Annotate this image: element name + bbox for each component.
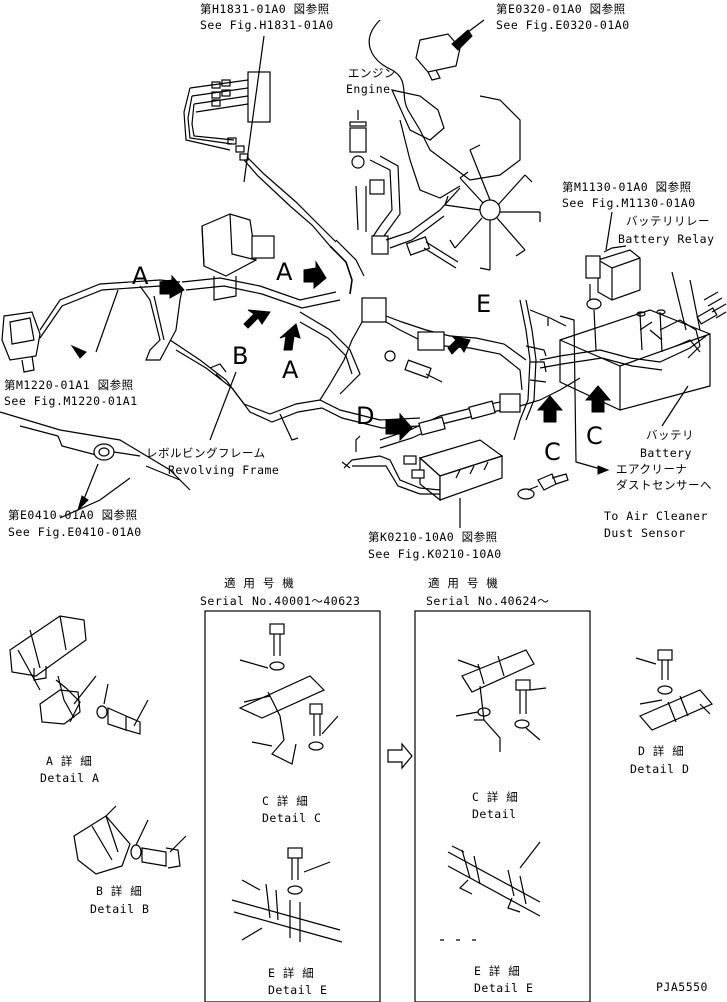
transition-arrow: [387, 742, 413, 770]
detail-c-right-drawing: [455, 649, 547, 752]
callout-e0410-jp: 第E0410-01A0 図参照: [8, 508, 138, 522]
work-lamp-top: [415, 29, 473, 81]
harness-center: [319, 297, 567, 441]
callout-k0210-jp: 第K0210-10A0 図参照: [368, 530, 498, 544]
detail-b-drawing: [73, 805, 187, 875]
serial-right-jp: 適 用 号 機: [428, 576, 499, 590]
detail-d-jp: D 詳 細: [638, 744, 685, 758]
callout-e0320-jp: 第E0320-01A0 図参照: [496, 2, 626, 16]
callout-m1130-en: See Fig.M1130-01A0: [562, 196, 696, 210]
leader-frame: [209, 371, 237, 441]
leader-air-cleaner: [559, 315, 605, 471]
work-lamp-left: [1, 279, 183, 373]
bolt-c: [517, 473, 569, 500]
drawing-code: PJA5550: [656, 980, 708, 994]
label-relay-jp: バッテリリレー: [626, 214, 710, 228]
leader-m1220: [95, 289, 119, 353]
callout-m1220-en: See Fig.M1220-01A1: [4, 394, 138, 408]
detail-d-en: Detail D: [630, 762, 690, 776]
view-letter-c1: C: [544, 438, 561, 466]
label-aircleaner-jp2: ダストセンサーへ: [616, 478, 712, 492]
detail-c-right-jp: C 詳 細: [472, 790, 519, 804]
detail-panel-right: [414, 610, 591, 1002]
label-battery-jp: バッテリ: [646, 428, 694, 442]
detail-c-left-en: Detail C: [262, 811, 322, 825]
main-harness: [329, 110, 461, 295]
detail-e-right-drawing: [440, 841, 541, 941]
label-engine-en: Engine: [346, 82, 391, 96]
detail-e-left-jp: E 詳 細: [268, 966, 315, 980]
leader-battery: [661, 385, 689, 427]
detail-b-jp: B 詳 細: [96, 884, 143, 898]
label-aircleaner-jp1: エアクリーナ: [616, 462, 688, 476]
view-letter-a3: A: [282, 356, 299, 384]
leader-h1831: [243, 35, 265, 183]
detail-e-right-jp: E 詳 細: [474, 964, 521, 978]
detail-e-right-en: Detail E: [474, 981, 534, 995]
detail-a-en: Detail A: [40, 771, 100, 785]
relay-box-left: [181, 213, 341, 309]
serial-left-jp: 適 用 号 機: [224, 576, 295, 590]
label-engine-jp: エンジン: [348, 66, 396, 80]
detail-panel-left: [204, 610, 381, 1002]
callout-e0320-en: See Fig.E0320-01A0: [496, 18, 630, 32]
callout-e0410-en: See Fig.E0410-01A0: [8, 525, 142, 539]
controller-unit: [341, 377, 581, 502]
view-letter-d: D: [356, 402, 375, 430]
detail-c-right-en: Detail: [472, 807, 517, 821]
view-letter-c2: C: [586, 422, 603, 450]
engine-outline: [368, 19, 541, 271]
leader-m1130: [605, 211, 613, 251]
sensor-e0410: [76, 443, 141, 512]
view-letter-b: B: [232, 342, 249, 370]
detail-c-left-jp: C 詳 細: [262, 794, 309, 808]
callout-h1831-jp: 第H1831-01A0 図参照: [200, 2, 330, 16]
connector-bundle: [183, 71, 337, 247]
label-battery-en: Battery: [640, 446, 692, 460]
detail-a-drawing: [9, 615, 149, 735]
leader-relay: [671, 271, 687, 331]
revolving-frame: [0, 311, 421, 519]
detail-a-jp: A 詳 細: [46, 754, 93, 768]
serial-left-en: Serial No.40001～40623: [200, 594, 361, 608]
detail-d-drawing: [635, 649, 713, 731]
callout-h1831-en: See Fig.H1831-01A0: [200, 18, 334, 32]
label-relay-en: Battery Relay: [618, 232, 715, 246]
label-frame-jp: レボルビングフレーム: [146, 446, 266, 460]
battery-area: [539, 245, 727, 411]
callout-m1220-jp: 第M1220-01A1 図参照: [4, 378, 134, 392]
detail-b-en: Detail B: [90, 902, 150, 916]
view-letter-a1: A: [132, 262, 149, 290]
callout-k0210-en: See Fig.K0210-10A0: [368, 547, 502, 561]
view-letter-e: E: [476, 290, 492, 318]
label-aircleaner-en1: To Air Cleaner: [604, 509, 708, 523]
view-arrows: [159, 260, 612, 442]
label-frame-en: Revolving Frame: [168, 463, 280, 477]
label-aircleaner-en2: Dust Sensor: [604, 526, 686, 540]
callout-m1130-jp: 第M1130-01A0 図参照: [562, 180, 692, 194]
detail-e-left-en: Detail E: [268, 983, 328, 997]
detail-e-left-drawing: [231, 847, 343, 943]
view-letter-a2: A: [276, 258, 293, 286]
serial-right-en: Serial No.40624～: [426, 594, 550, 608]
detail-c-left-drawing: [238, 623, 339, 765]
